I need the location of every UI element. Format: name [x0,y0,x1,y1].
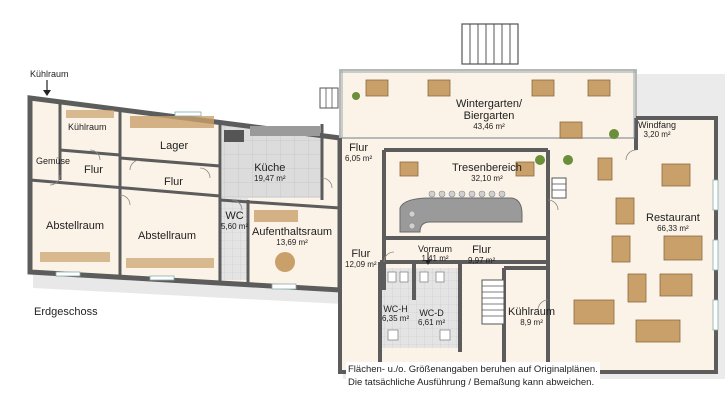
room-wc: WC 5,60 m² [221,210,248,231]
floor-title: Erdgeschoss [34,306,98,318]
left-wing [27,95,343,293]
room-tresenbereich: Tresenbereich 32,10 m² [452,162,522,183]
room-flur-mid-bottom: Flur 12,09 m² [345,248,377,269]
room-wc-d: WC-D 6,61 m² [418,308,445,327]
room-kuehlraum-big: Kühlraum 8,9 m² [508,306,555,327]
vorraum-area: 1,41 m² [421,254,449,263]
room-gemuese: Gemüse [36,156,71,166]
room-restaurant: Restaurant 66,33 m² [646,212,700,233]
room-flur-left-a: Flur [84,164,103,176]
restaurant-name: Restaurant [646,212,700,224]
aufenthaltsraum-area: 13,69 m² [276,238,308,247]
right-wing [319,23,719,375]
kuehlraum-big-area: 8,9 m² [520,318,543,327]
kuehlraum-big-name: Kühlraum [508,306,556,318]
kueche-area: 19,47 m² [254,174,286,183]
room-kueche: Küche 19,47 m² [254,162,286,183]
disclaimer: Flächen- u./o. Größenangaben beruhen auf… [346,362,600,390]
flur-mid-top-name: Flur [349,142,369,154]
room-abstellraum-2: Abstellraum [138,230,197,242]
external-kuehlraum-label: Kühlraum [30,69,69,79]
wintergarten-area: 43,46 m² [473,122,505,131]
room-wintergarten: Wintergarten/ Biergarten 43,46 m² [456,98,522,131]
flur-mid-top-area: 6,05 m² [345,154,373,163]
flur-center-area: 9,97 m² [468,256,496,265]
restaurant-area: 66,33 m² [657,224,689,233]
room-windfang: Windfang 3,20 m² [638,120,676,139]
wc-h-name: WC-H [383,304,408,314]
room-lager: Lager [160,140,189,152]
windfang-name: Windfang [638,120,677,130]
tresenbereich-name: Tresenbereich [452,162,522,174]
wc-name: WC [225,210,244,222]
disclaimer-line-2: Die tatsächliche Ausführung / Bemaßung k… [348,377,595,388]
disclaimer-line-1: Flächen- u./o. Größenangaben beruhen auf… [348,364,598,375]
room-flur-left-b: Flur [164,176,183,188]
room-aufenthaltsraum: Aufenthaltsraum 13,69 m² [252,226,332,247]
room-abstellraum-1: Abstellraum [46,220,105,232]
flur-mid-bottom-name: Flur [351,248,371,260]
windfang-area: 3,20 m² [643,130,671,139]
room-flur-center: Flur 9,97 m² [468,244,495,265]
wc-d-area: 6,61 m² [418,318,446,327]
wintergarten-name2: Biergarten [463,110,515,122]
flur-mid-bottom-area: 12,09 m² [345,260,377,269]
room-vorraum: Vorraum 1,41 m² [418,244,452,263]
kueche-name: Küche [254,162,286,174]
vorraum-name: Vorraum [418,244,453,254]
tresenbereich-area: 32,10 m² [471,174,503,183]
room-flur-mid-top: Flur 6,05 m² [345,142,372,163]
room-kuehlraum-small: Kühlraum [68,122,107,132]
aufenthaltsraum-name: Aufenthaltsraum [252,226,333,238]
wc-h-area: 6,35 m² [382,314,410,323]
room-wc-h: WC-H 6,35 m² [382,304,409,323]
wc-d-name: WC-D [419,308,444,318]
wintergarten-name: Wintergarten/ [456,98,523,110]
wc-area: 5,60 m² [221,222,249,231]
flur-center-name: Flur [472,244,492,256]
